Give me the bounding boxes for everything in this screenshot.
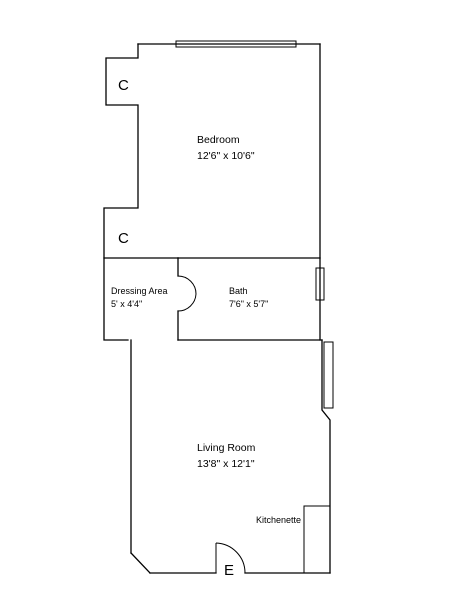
closet-upper-label: C: [118, 77, 129, 94]
interior-walls: [103, 257, 323, 341]
kitchenette-counter: [303, 505, 330, 573]
entry-label: E: [224, 562, 234, 579]
kitchenette-label: Kitchenette: [256, 515, 301, 525]
window-living: [323, 341, 334, 409]
dressing-name: Dressing Area: [111, 286, 168, 296]
windows: [175, 40, 334, 409]
living-size: 13'8" x 12'1": [197, 458, 255, 470]
bedroom-name: Bedroom: [197, 134, 240, 146]
bath-door-swing: [177, 275, 197, 312]
entry-door-swing: [215, 542, 246, 574]
bedroom-size: 12'6" x 10'6": [197, 150, 255, 162]
window-top: [175, 40, 297, 48]
outer-walls: [103, 43, 331, 574]
window-bath: [315, 267, 325, 301]
bath-name: Bath: [229, 286, 248, 296]
doors: [177, 275, 246, 574]
bath-size: 7'6" x 5'7": [229, 299, 268, 309]
closet-lower-label: C: [118, 230, 129, 247]
dressing-size: 5' x 4'4": [111, 299, 142, 309]
living-name: Living Room: [197, 442, 256, 454]
